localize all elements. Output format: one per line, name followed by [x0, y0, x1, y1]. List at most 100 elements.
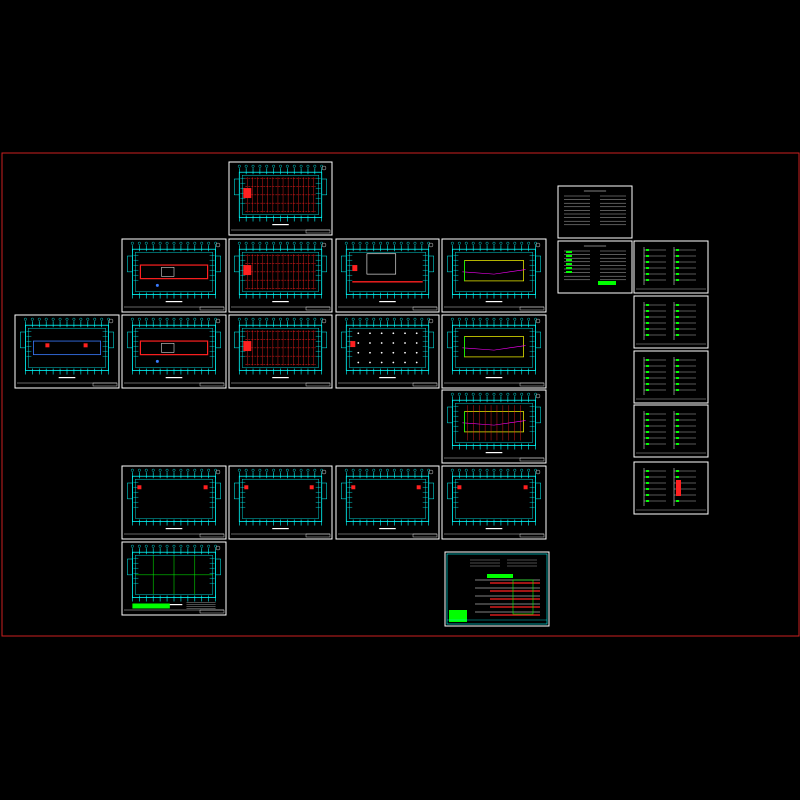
grid-bubble — [279, 241, 282, 245]
grid-bubble — [265, 241, 269, 245]
drawing-sheet-plan-r1-c3[interactable] — [335, 238, 440, 313]
drawing-title-underline — [272, 301, 289, 303]
title-block-cell — [199, 382, 225, 387]
grid-bubble — [144, 544, 148, 548]
drawing-sheet-plan-r1-c4[interactable] — [441, 238, 547, 313]
breaker-symbol — [646, 328, 649, 330]
breaker-symbol — [646, 431, 649, 433]
inner-wall — [349, 479, 426, 519]
fixture-dot — [369, 342, 371, 344]
breaker-symbol — [676, 383, 679, 385]
corridor-circuit — [139, 340, 209, 356]
breaker-symbol — [676, 334, 679, 336]
drawing-sheet-plan-r4-c4[interactable] — [441, 465, 547, 540]
grid-bubble — [200, 468, 204, 472]
grid-bubble — [399, 468, 403, 472]
title-block-cell — [519, 457, 545, 462]
grid-bubble — [292, 468, 296, 472]
grid-bubble — [58, 317, 62, 321]
grid-bubble — [186, 241, 190, 245]
drawing-sheet-plan-r2-c1[interactable] — [121, 314, 227, 389]
breaker-symbol — [646, 371, 649, 373]
north-arrow-icon — [321, 469, 327, 475]
legend-swatch — [566, 271, 572, 273]
grid-bubble — [265, 468, 269, 472]
sheet-frame — [633, 240, 709, 294]
inner-wall — [242, 328, 319, 368]
north-arrow-icon — [428, 242, 434, 248]
grid-bubble — [144, 317, 148, 321]
drawing-sheet-notes-sheet-2[interactable] — [557, 240, 633, 294]
north-arrow-icon — [535, 242, 541, 248]
fixture-dot — [380, 332, 383, 335]
grid-bubble — [313, 241, 317, 245]
grid-bubble — [237, 241, 241, 245]
drawing-sheet-plan-r2-c2[interactable] — [228, 314, 333, 389]
panel-marker — [243, 265, 252, 276]
grid-bubble — [79, 317, 83, 321]
drawing-sheet-plan-r4-c1[interactable] — [121, 465, 227, 540]
grid-bubble — [251, 468, 255, 472]
grid-bubble — [450, 468, 454, 472]
drawing-sheet-plan-r2-c4[interactable] — [441, 314, 547, 389]
drawing-sheet-plan-r2-c3[interactable] — [335, 314, 440, 389]
drawing-sheet-schematic-3[interactable] — [633, 350, 709, 404]
inner-wall — [242, 252, 319, 292]
grid-bubble — [420, 317, 424, 321]
stair-left — [447, 482, 453, 500]
breaker-symbol — [676, 255, 679, 257]
grid-bubble — [457, 241, 461, 245]
legend-bar — [132, 603, 170, 609]
title-block-cell — [519, 306, 545, 311]
grid-bubble — [506, 317, 510, 321]
sheet-frame — [633, 295, 709, 349]
grid-bubble — [513, 241, 517, 245]
stair-right — [535, 331, 541, 349]
grid-bubble — [379, 241, 383, 245]
drawing-title-underline — [165, 301, 183, 303]
drawing-sheet-schematic-5[interactable] — [633, 461, 709, 515]
drawing-sheet-plan-r1-c1[interactable] — [121, 238, 227, 313]
grid-bubble — [485, 392, 489, 396]
drawing-sheet-plan-top[interactable] — [228, 161, 333, 236]
breaker-symbol — [676, 431, 679, 433]
drawing-sheet-schematic-4[interactable] — [633, 404, 709, 458]
grid-bubble — [406, 317, 410, 321]
drawing-sheet-section-sheet[interactable] — [444, 551, 550, 627]
drawing-sheet-plan-r2-c0[interactable] — [14, 314, 120, 389]
grid-bubble — [130, 468, 134, 472]
stair-left — [447, 331, 453, 349]
grid-bubble — [200, 241, 204, 245]
drawing-sheet-plan-r4-c3[interactable] — [335, 465, 440, 540]
drawing-sheet-notes-sheet-1[interactable] — [557, 185, 633, 239]
drawing-sheet-schematic-1[interactable] — [633, 240, 709, 294]
fixture-dot — [369, 332, 371, 335]
panel-marker — [350, 341, 356, 348]
drawing-sheet-plan-r1-c2[interactable] — [228, 238, 333, 313]
drawing-sheet-plan-r5-c1[interactable] — [121, 541, 227, 616]
fixture-dot — [369, 361, 371, 364]
breaker-symbol — [646, 389, 649, 391]
panel-marker — [137, 485, 142, 490]
fixture-dot — [415, 342, 418, 344]
breaker-symbol — [676, 261, 679, 263]
grid-bubble — [172, 544, 176, 548]
inner-wall — [455, 252, 533, 292]
panel-marker — [243, 341, 252, 352]
drawing-sheet-schematic-2[interactable] — [633, 295, 709, 349]
stair-left — [127, 482, 133, 500]
grid-bubble — [130, 241, 134, 245]
breaker-symbol — [646, 322, 649, 324]
grid-bubble — [464, 392, 468, 396]
north-arrow-icon — [321, 165, 327, 171]
stair-left — [127, 331, 133, 349]
grid-bubble — [492, 241, 496, 245]
legend-swatch — [566, 263, 572, 265]
drawing-sheet-plan-r4-c2[interactable] — [228, 465, 333, 540]
title-block-cell — [305, 533, 331, 538]
grid-bubble — [299, 468, 303, 472]
legend-block — [449, 610, 467, 622]
drawing-sheet-plan-r3-c4[interactable] — [441, 389, 547, 464]
grid-bubble — [172, 241, 176, 245]
drawing-title-underline — [58, 377, 76, 379]
